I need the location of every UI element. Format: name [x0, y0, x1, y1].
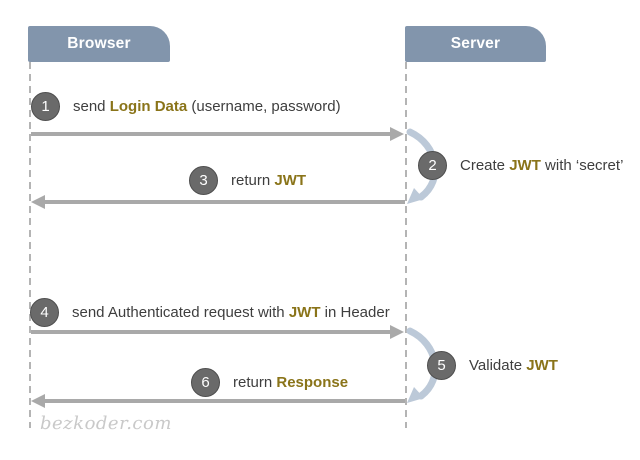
- step-label: return Response: [233, 374, 349, 391]
- actor-server-label: Server: [450, 35, 501, 52]
- step-number-badge: 2: [418, 151, 447, 180]
- step-1: 1 send Login Data (username, password): [31, 92, 341, 121]
- step-label: send Authenticated request with JWT in H…: [72, 304, 390, 321]
- emphasized-text: JWT: [509, 157, 541, 174]
- step-4: 4 send Authenticated request with JWT in…: [30, 298, 390, 327]
- actor-server: Server: [405, 26, 546, 62]
- step-label: Validate JWT: [469, 357, 558, 374]
- emphasized-text: Response: [276, 374, 349, 391]
- step-number-badge: 5: [427, 351, 456, 380]
- step-label: return JWT: [231, 172, 307, 189]
- step-label: Create JWT with ‘secret’: [460, 157, 624, 174]
- actor-browser-label: Browser: [67, 35, 131, 52]
- step-3: 3 return JWT: [189, 166, 306, 195]
- emphasized-text: JWT: [526, 357, 558, 374]
- step-number-badge: 4: [30, 298, 59, 327]
- arrow-step-6-left: [31, 394, 405, 408]
- arrow-step-1-right: [31, 127, 404, 141]
- emphasized-text: JWT: [274, 172, 307, 189]
- step-5: 5 Validate JWT: [427, 351, 558, 380]
- step-2: 2 Create JWT with ‘secret’: [418, 151, 623, 180]
- arrow-step-3-left: [31, 195, 405, 209]
- step-number-badge: 1: [31, 92, 60, 121]
- step-6: 6 return Response: [191, 368, 348, 397]
- actor-browser: Browser: [28, 26, 170, 62]
- step-label: send Login Data (username, password): [73, 98, 341, 115]
- arrow-step-4-right: [31, 325, 404, 339]
- emphasized-text: Login Data: [109, 98, 188, 115]
- emphasized-text: JWT: [288, 304, 321, 321]
- step-number-badge: 6: [191, 368, 220, 397]
- watermark: bezkoder.com: [40, 413, 172, 434]
- step-number-badge: 3: [189, 166, 218, 195]
